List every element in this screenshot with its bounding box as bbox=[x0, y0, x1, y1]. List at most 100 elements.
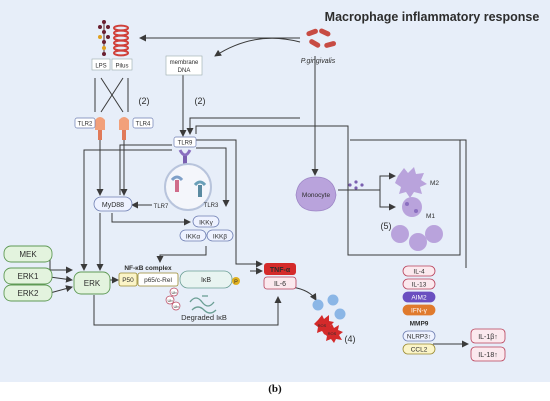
tlr4-box bbox=[132, 117, 154, 129]
m1-label: M1 bbox=[426, 213, 435, 220]
output-label-aim2: AIM2 bbox=[411, 295, 427, 302]
endosome bbox=[164, 163, 212, 211]
mek-box bbox=[3, 245, 53, 263]
lps-chain-icon bbox=[98, 20, 110, 56]
arrow-monocyte-to-m2 bbox=[338, 172, 396, 191]
il1b-label: IL-1β↑ bbox=[478, 334, 498, 341]
ikb-box bbox=[179, 270, 233, 289]
cytokine-dot-4 bbox=[354, 186, 358, 190]
arrow-monocyte-to-m1 bbox=[379, 190, 396, 211]
diagram-title: Macrophage inflammatory response bbox=[325, 10, 540, 24]
tlr2-box bbox=[74, 117, 96, 129]
arrow-mek-to-erk bbox=[49, 256, 73, 274]
tnf-box bbox=[264, 263, 296, 275]
tlr2-label: TLR2 bbox=[78, 122, 93, 128]
erk2-box bbox=[3, 284, 53, 302]
ubiquitin-icon-1 bbox=[169, 287, 179, 297]
phosphate-label: P bbox=[234, 280, 238, 286]
marker-4: (4) bbox=[345, 334, 356, 344]
degraded-ikb-icon bbox=[189, 295, 217, 314]
membrane-dna-box bbox=[165, 55, 203, 76]
ros-bubble-2 bbox=[327, 294, 339, 306]
ubiquitin-icon-2 bbox=[165, 295, 175, 305]
arrow-bacteria-to-dna bbox=[214, 37, 301, 57]
connectors bbox=[49, 34, 469, 348]
erk2-label: ERK2 bbox=[18, 289, 39, 298]
myd88-box bbox=[93, 196, 133, 212]
m2-cell bbox=[395, 167, 427, 198]
il1b-box bbox=[470, 328, 506, 344]
tlr9-box bbox=[173, 136, 197, 148]
ub-label-1: Ub bbox=[171, 290, 177, 295]
il18-box bbox=[470, 346, 506, 362]
ros-label-2: ROS bbox=[328, 331, 337, 336]
erk-box bbox=[73, 271, 111, 295]
membrane-dna-line2: DNA bbox=[178, 68, 191, 74]
output-box-ifn bbox=[402, 304, 436, 316]
tnf-label: TNF-α bbox=[270, 267, 291, 274]
erk1-box bbox=[3, 267, 53, 285]
p50-box bbox=[118, 272, 138, 287]
figure-caption: (b) bbox=[268, 383, 282, 395]
erk1-label: ERK1 bbox=[18, 272, 39, 281]
output-box-nlrp3 bbox=[402, 330, 436, 342]
arrow-erk2-to-erk bbox=[49, 285, 73, 294]
pilus-label: Pilus bbox=[115, 64, 128, 70]
tlr9-label: TLR9 bbox=[178, 141, 193, 147]
monocyte-label: Monocyte bbox=[302, 192, 331, 199]
ub-label-2: Ub bbox=[167, 298, 173, 303]
output-label-nlrp3: NLRP3↑ bbox=[407, 334, 431, 341]
ikk-gamma-label: IKKγ bbox=[199, 220, 213, 227]
ikb-label: IκB bbox=[201, 277, 211, 284]
erk-label: ERK bbox=[84, 279, 101, 288]
arrow-tlr9-to-ikk bbox=[196, 147, 230, 207]
diagram-panel bbox=[0, 0, 550, 382]
cytokine-dot-1 bbox=[348, 183, 352, 187]
nfkb-complex-label: NF-κB complex bbox=[124, 265, 172, 272]
line-outputs-loop bbox=[350, 139, 467, 268]
arrow-tlr9-to-erk bbox=[80, 149, 172, 271]
ros-bubble-1 bbox=[312, 299, 324, 311]
degraded-ikb-label: Degraded IκB bbox=[181, 313, 227, 322]
ros-bubble-3 bbox=[334, 308, 346, 320]
pilus-coil-icon bbox=[113, 24, 129, 57]
tlr2-receptor-icon bbox=[95, 117, 105, 140]
tlr7-receptor-icon bbox=[170, 175, 184, 192]
output-label-ccl2: CCL2 bbox=[411, 347, 428, 354]
cytokine-dot-2 bbox=[354, 180, 358, 184]
output-box-il-13 bbox=[402, 278, 436, 290]
m1-cell bbox=[402, 197, 422, 217]
marker-2-center: (2) bbox=[195, 96, 206, 106]
output-box-il-4 bbox=[402, 265, 436, 277]
output-label-mmp9: MMP9 bbox=[410, 321, 429, 328]
line-tlr9-to-myd88 bbox=[119, 144, 172, 195]
membrane-dna-line1: membrane bbox=[170, 60, 199, 66]
arrow-tlr9-to-tnf bbox=[196, 139, 263, 268]
ubiquitin-icon-3 bbox=[171, 301, 181, 311]
myd88-label: MyD88 bbox=[102, 202, 124, 209]
m1-cluster bbox=[391, 225, 443, 251]
tlr4-receptor-icon bbox=[119, 117, 129, 140]
tlr7-label: TLR7 bbox=[154, 204, 169, 210]
marker-2-left: (2) bbox=[139, 96, 150, 106]
bacteria-icon bbox=[306, 28, 337, 48]
p65-box bbox=[137, 272, 179, 287]
output-box-ccl2 bbox=[402, 343, 436, 355]
il6-label: IL-6 bbox=[274, 281, 286, 288]
arrow-feedback-to-tlr9 bbox=[186, 117, 300, 135]
il6-box bbox=[263, 276, 297, 290]
arrow-il6-to-ros bbox=[291, 286, 317, 301]
cytokine-dots bbox=[348, 180, 364, 190]
ikk-gamma-box bbox=[192, 215, 220, 228]
cytokine-dot-3 bbox=[360, 183, 364, 187]
phosphate-icon bbox=[232, 277, 240, 285]
arrow-erk1-to-erk bbox=[49, 275, 73, 283]
ikk-beta-box bbox=[206, 229, 234, 242]
tlr3-receptor-icon bbox=[193, 180, 207, 197]
tlr4-label: TLR4 bbox=[136, 122, 151, 128]
p50-label: P50 bbox=[122, 277, 134, 284]
arrow-ikk-to-nfkb bbox=[156, 246, 207, 263]
ros-burst-2 bbox=[323, 324, 343, 343]
lps-box bbox=[91, 58, 111, 71]
